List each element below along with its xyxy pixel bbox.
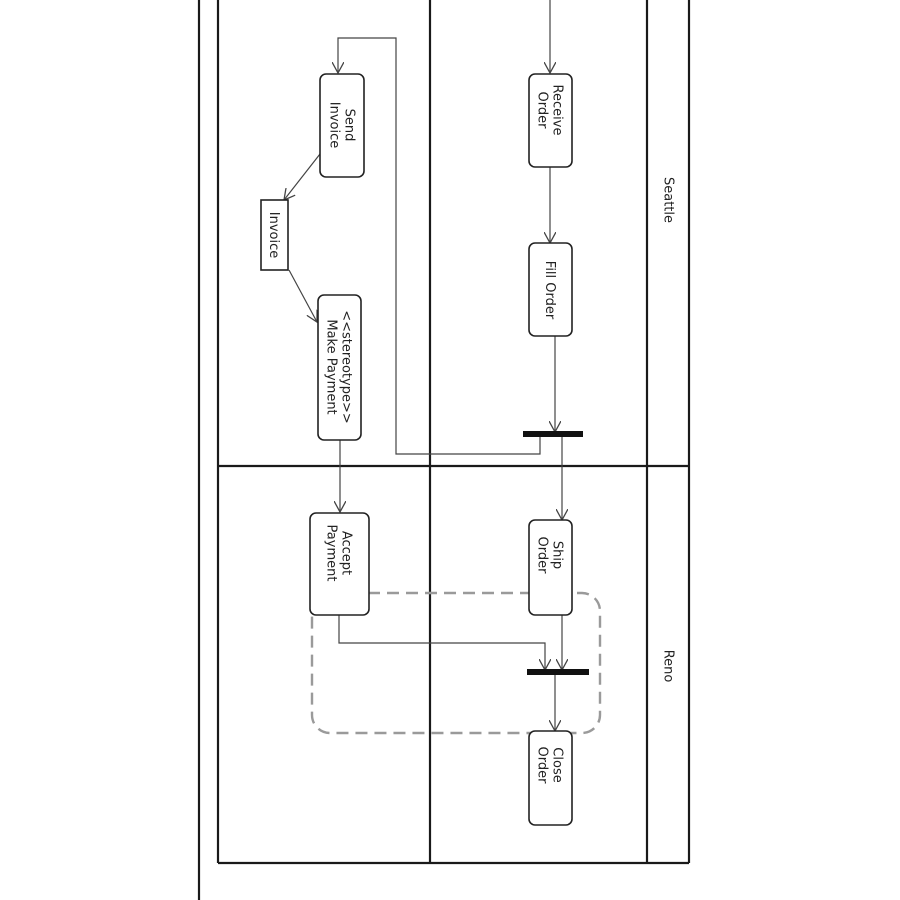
label-line: Make Payment <box>324 319 339 414</box>
action-close-order-label: CloseOrder <box>535 747 565 785</box>
action-make-payment: <<stereotype>>Make Payment <box>317 294 362 441</box>
object-invoice: Invoice <box>260 199 289 271</box>
join-bar <box>527 669 589 675</box>
label-line: Close <box>550 747 565 782</box>
label-line: Payment <box>324 525 339 582</box>
label-line: Invoice <box>327 102 342 148</box>
flow-send-invoice-to-invoice <box>284 153 321 200</box>
action-make-payment-label: <<stereotype>>Make Payment <box>324 310 354 424</box>
action-receive-order: ReceiveOrder <box>528 73 573 168</box>
swimlane-frame <box>197 0 691 900</box>
flows <box>284 0 562 731</box>
label-line: Invoice <box>267 212 282 258</box>
action-accept-payment: AcceptPayment <box>309 512 370 616</box>
label-line: Receive <box>550 85 565 136</box>
lane-label-seattle: Seattle <box>661 177 676 223</box>
label-line: Fill Order <box>543 261 558 320</box>
interruptible-region <box>310 591 602 735</box>
label-line: Order <box>535 92 550 130</box>
action-fill-order: Fill Order <box>528 242 573 337</box>
action-send-invoice-label: SendInvoice <box>327 102 357 148</box>
object-invoice-label: Invoice <box>267 212 282 258</box>
action-ship-order-label: ShipOrder <box>535 537 565 575</box>
action-ship-order: ShipOrder <box>528 519 573 616</box>
label-line: Send <box>342 109 357 142</box>
lane-label-reno: Reno <box>661 650 676 683</box>
action-close-order: CloseOrder <box>528 730 573 826</box>
flow-invoice-to-make-payment <box>288 269 317 322</box>
flow-accept-payment-to-join <box>338 615 545 670</box>
label-line: Accept <box>339 531 354 575</box>
label-line: Ship <box>550 541 565 569</box>
label-line: Order <box>535 537 550 575</box>
action-send-invoice: SendInvoice <box>319 73 365 178</box>
label-line: <<stereotype>> <box>339 310 354 424</box>
fork-bar <box>523 431 583 437</box>
label-line: Order <box>535 747 550 785</box>
action-receive-order-label: ReceiveOrder <box>535 85 565 136</box>
action-accept-payment-label: AcceptPayment <box>324 525 354 582</box>
flow-fork-to-send-invoice <box>338 37 541 455</box>
action-fill-order-label: Fill Order <box>543 261 558 320</box>
